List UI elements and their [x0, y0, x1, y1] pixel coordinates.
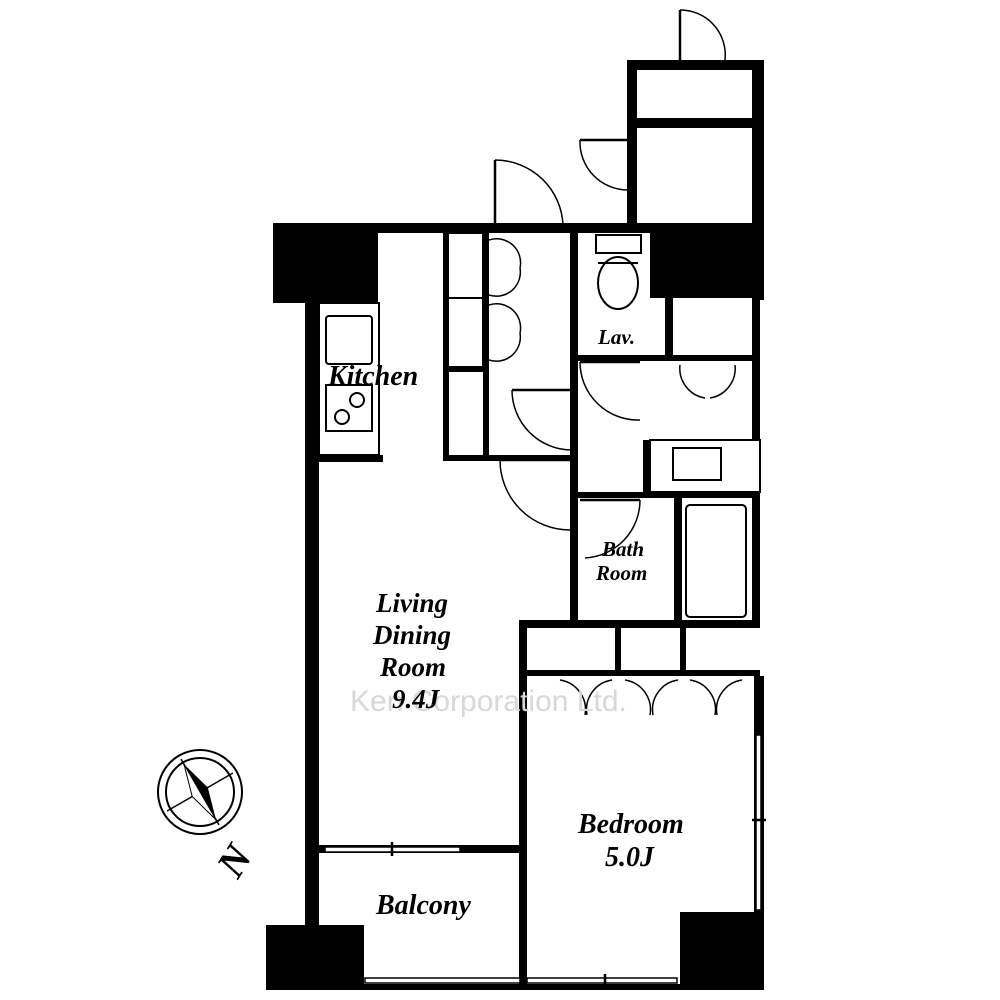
room-label-living-line3: Room [379, 652, 446, 682]
room-label-bath-line1: Bath [601, 537, 644, 561]
doors [488, 9, 743, 716]
room-size-bedroom: 5.0J [605, 842, 655, 873]
room-label-bedroom: Bedroom [577, 809, 684, 840]
toilet-icon [595, 234, 642, 310]
sink-icon [325, 315, 373, 365]
room-label-kitchen: Kitchen [327, 361, 418, 392]
room-label-lavatory: Lav. [597, 325, 635, 349]
compass-north-letter: N [207, 835, 262, 886]
room-label-living-line1: Living [375, 588, 448, 618]
room-size-living: 9.4J [392, 684, 441, 714]
room-label-balcony: Balcony [375, 890, 471, 921]
stove-icon [325, 384, 373, 432]
room-labels: Kitchen Lav. Bath Room Living Dining Roo… [327, 325, 684, 921]
bathtub-icon [685, 504, 747, 618]
room-label-bath-line2: Room [595, 561, 647, 585]
compass-rose-icon [157, 749, 243, 835]
fixtures [318, 234, 761, 618]
watermark: Ken Corporation Ltd. [350, 685, 627, 718]
windows [324, 734, 766, 988]
room-label-living-line2: Dining [372, 620, 451, 650]
washbasin-icon [672, 447, 722, 481]
